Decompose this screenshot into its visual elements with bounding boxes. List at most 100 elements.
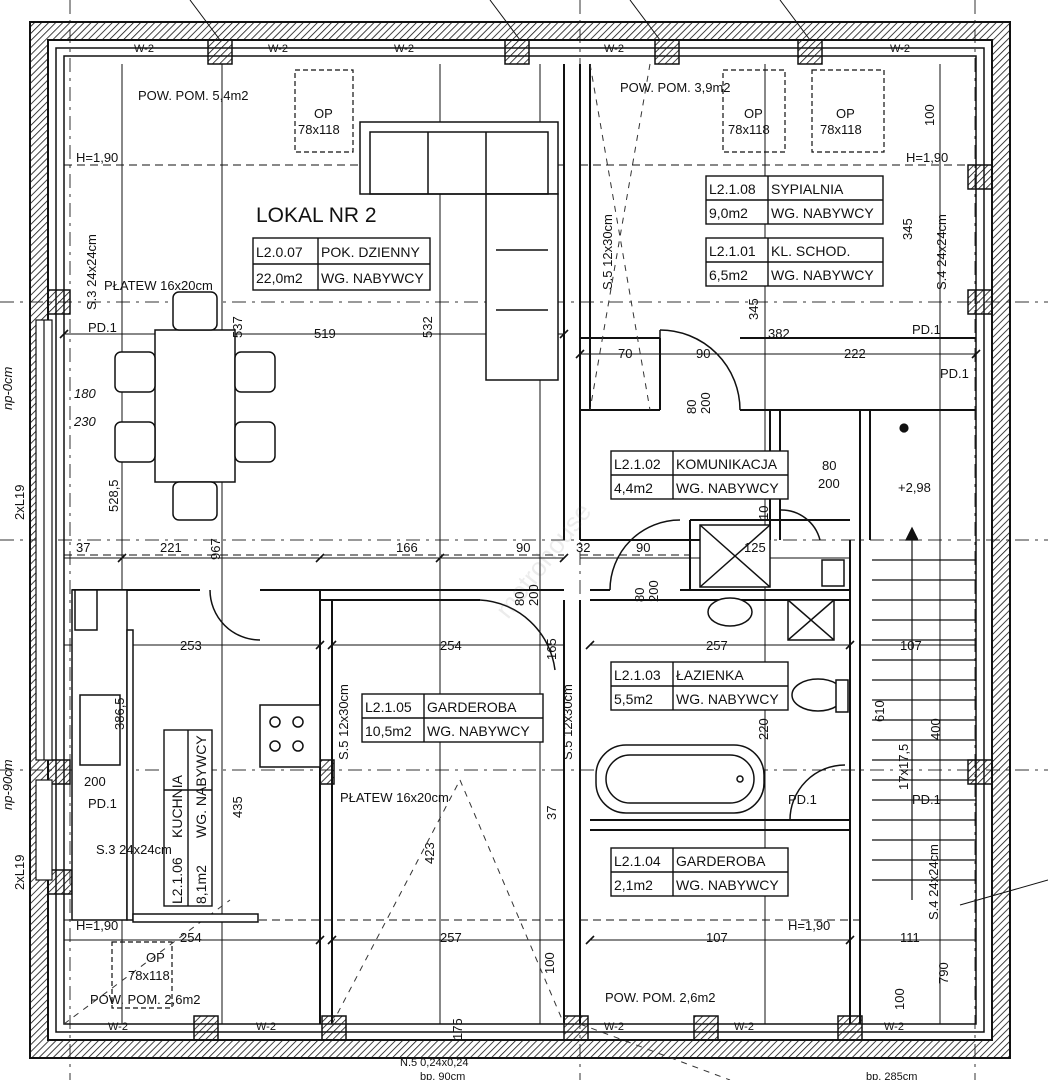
dim: 166 <box>396 540 418 555</box>
room-name: KOMUNIKACJA <box>676 456 778 472</box>
skylight-size: 78x118 <box>298 122 340 137</box>
area-label: POW. POM. 2,6m2 <box>90 992 201 1007</box>
room-area: 5,5m2 <box>614 691 653 707</box>
dim: 200 <box>84 774 106 789</box>
dim: 200 <box>698 392 713 414</box>
room-code: L2.1.08 <box>709 181 756 197</box>
dim: 32 <box>576 540 590 555</box>
room-code: L2.1.03 <box>614 667 661 683</box>
dim: 125 <box>744 540 766 555</box>
window-label: W-2 <box>256 1021 276 1033</box>
dim: 80 <box>512 592 527 606</box>
area-label: POW. POM. 3,9m2 <box>620 80 731 95</box>
dim: 221 <box>160 540 182 555</box>
dim: 70 <box>618 346 632 361</box>
room-name: GARDEROBA <box>676 853 766 869</box>
pd-label: PD.1 <box>788 792 817 807</box>
dim: 37 <box>76 540 90 555</box>
sofa <box>359 121 559 381</box>
dim: 257 <box>440 930 462 945</box>
window-label: W-2 <box>890 43 910 55</box>
dim: 90 <box>636 540 650 555</box>
column-label: S.5 12x30cm <box>336 684 351 760</box>
footer-label: bp. 90cm <box>420 1071 465 1080</box>
stair-height: 610 <box>872 700 887 722</box>
footer-label: N.5 0,24x0,24 <box>400 1057 469 1069</box>
column-label: S.4 24x24cm <box>926 844 941 920</box>
room-code: L2.1.06 <box>169 857 185 904</box>
room-code: L2.0.07 <box>256 244 303 260</box>
dim: 165 <box>544 638 559 660</box>
room-area: 10,5m2 <box>365 723 412 739</box>
column-label: S.5 12x30cm <box>560 684 575 760</box>
dim: 107 <box>706 930 728 945</box>
skylight-label: OP <box>744 106 763 121</box>
room-name: ŁAZIENKA <box>676 667 744 683</box>
annotations: POW. POM. 5,4m2 POW. POM. 3,9m2 POW. POM… <box>0 43 969 1080</box>
watermark: metrohouse <box>489 497 597 624</box>
room-note: WG. NABYWCY <box>321 270 424 286</box>
dim: 90 <box>696 346 710 361</box>
pd-label: PD.1 <box>912 322 941 337</box>
window-label: W-2 <box>604 43 624 55</box>
dim: 790 <box>936 962 951 984</box>
dining-table <box>114 291 276 521</box>
dim: 967 <box>208 538 223 560</box>
room-code: L2.1.01 <box>709 243 756 259</box>
windows <box>35 319 53 881</box>
room-code: L2.1.04 <box>614 853 661 869</box>
room-note: WG. NABYWCY <box>771 205 874 221</box>
pd-label: PD.1 <box>88 796 117 811</box>
dim: 37 <box>544 806 559 820</box>
pd-label: PD.1 <box>912 792 941 807</box>
window-label: W-2 <box>604 1021 624 1033</box>
stair-level: +2,98 <box>898 480 931 495</box>
skylight-label: OP <box>146 950 165 965</box>
room-area: 8,1m2 <box>193 865 209 904</box>
area-label: POW. POM. 2,6m2 <box>605 990 716 1005</box>
window-label: W-2 <box>108 1021 128 1033</box>
room-note: WG. NABYWCY <box>193 735 209 838</box>
dimension-ticks <box>59 329 981 945</box>
room-note: WG. NABYWCY <box>771 267 874 283</box>
dim: 254 <box>180 930 202 945</box>
footer-label: bp. 285cm <box>866 1071 917 1080</box>
dim: 107 <box>900 638 922 653</box>
height-label: H=1,90 <box>788 918 830 933</box>
dim: 10 <box>756 506 771 520</box>
room-area: 2,1m2 <box>614 877 653 893</box>
lintel-label: 2xL19 <box>12 855 27 890</box>
dim: 220 <box>756 718 771 740</box>
room-name: KUCHNIA <box>169 774 185 838</box>
dim: 200 <box>526 584 541 606</box>
room-name: KL. SCHOD. <box>771 243 850 259</box>
skylight-size: 78x118 <box>128 968 170 983</box>
room-code: L2.1.02 <box>614 456 661 472</box>
dim: 80 <box>822 458 836 473</box>
lintel-label: 2xL19 <box>12 485 27 520</box>
dim: 423 <box>422 842 437 864</box>
dim: 532 <box>420 316 435 338</box>
leader-lines <box>189 0 1048 906</box>
height-label: H=1,90 <box>906 150 948 165</box>
skylight-label: OP <box>314 106 333 121</box>
dim: 100 <box>542 952 557 974</box>
room-label-boxes <box>163 175 884 907</box>
stairs <box>872 423 976 900</box>
dim: 100 <box>892 988 907 1010</box>
room-area: 9,0m2 <box>709 205 748 221</box>
pd-label: PD.1 <box>88 320 117 335</box>
room-labels: L2.0.07 POK. DZIENNY 22,0m2 WG. NABYWCY … <box>169 181 874 904</box>
plan-title: LOKAL NR 2 <box>256 204 377 227</box>
column-label: S.3 24x24cm <box>84 234 99 310</box>
room-area: 4,4m2 <box>614 480 653 496</box>
dim: 435 <box>230 796 245 818</box>
dim: 200 <box>646 580 661 602</box>
window-label: W-2 <box>134 43 154 55</box>
height-label: H=1,90 <box>76 918 118 933</box>
dim: 345 <box>900 218 915 240</box>
column-label: S.3 24x24cm <box>96 842 172 857</box>
dim: 254 <box>440 638 462 653</box>
dim: 180 <box>74 386 96 401</box>
